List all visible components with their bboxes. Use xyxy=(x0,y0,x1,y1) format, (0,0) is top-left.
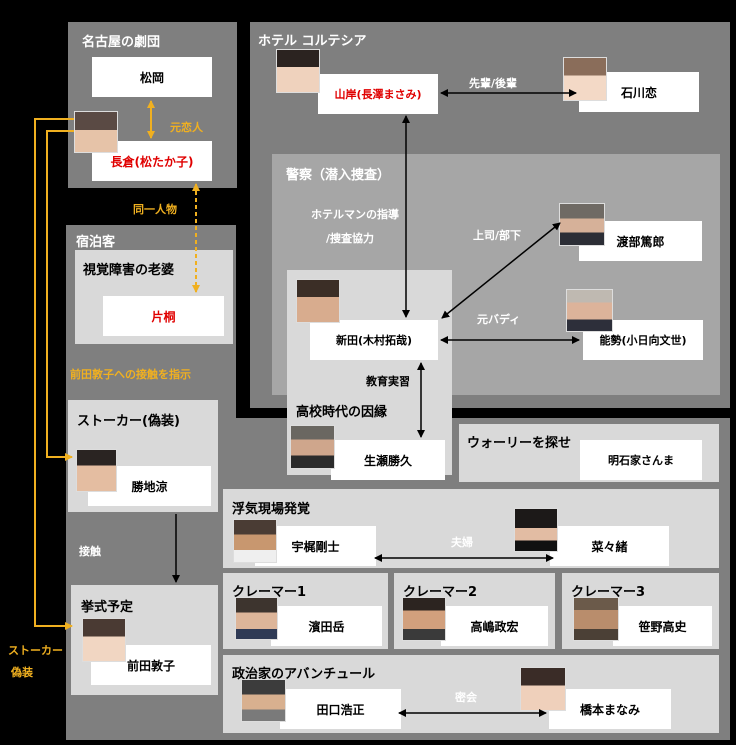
person-hashimoto: 橋本まなみ xyxy=(549,689,671,729)
label-ex-buddy: 元バディ xyxy=(477,313,521,326)
label-senior-junior: 先輩/後輩 xyxy=(469,77,518,90)
group-title-claimer1: クレーマー1 xyxy=(232,585,307,600)
person-matsuoka: 松岡 xyxy=(92,57,212,97)
photo-nitta xyxy=(296,279,340,323)
person-sasano: 笹野高史 xyxy=(613,606,712,646)
person-akashiya: 明石家さんま xyxy=(580,440,702,480)
photo-katsuji xyxy=(76,449,117,492)
person-ikuse: 生瀬勝久 xyxy=(331,440,445,480)
group-title-guests: 宿泊客 xyxy=(76,235,116,250)
group-title-politician: 政治家のアバンチュール xyxy=(232,667,376,682)
person-nanao: 菜々緒 xyxy=(550,526,669,566)
line-stalker-disguise xyxy=(34,118,74,630)
group-title-wedding: 挙式予定 xyxy=(81,600,134,615)
photo-taguchi xyxy=(241,679,286,722)
photo-hamada xyxy=(235,597,278,640)
group-title-stalker: ストーカー(偽装) xyxy=(77,414,180,429)
person-yamagishi: 山岸(長澤まさみ) xyxy=(318,74,438,114)
line-boss-sub xyxy=(441,222,561,319)
person-nitta: 新田(木村拓哉) xyxy=(310,320,438,360)
photo-sasano xyxy=(573,597,619,641)
person-hamada: 濱田岳 xyxy=(271,606,382,646)
label-hotelman-guide-1: ホテルマンの指導 xyxy=(311,208,399,221)
photo-nagakura xyxy=(74,111,118,153)
label-stalker-disguise-1: ストーカー xyxy=(8,644,63,657)
label-contact-instruction: 前田敦子への接触を指示 xyxy=(70,368,191,381)
group-title-nagoya: 名古屋の劇団 xyxy=(82,35,161,50)
photo-takashima xyxy=(402,597,446,641)
person-takashima: 高嶋政宏 xyxy=(441,606,548,646)
person-taguchi: 田口浩正 xyxy=(280,689,401,729)
person-katagiri: 片桐 xyxy=(103,296,224,336)
line-contact-instruction xyxy=(46,130,74,461)
photo-yamagishi xyxy=(276,49,320,93)
group-title-waldo: ウォーリーを探せ xyxy=(467,436,572,451)
label-ex-lover: 元恋人 xyxy=(170,121,203,134)
label-couple: 夫婦 xyxy=(451,536,473,549)
photo-ukaji xyxy=(233,519,277,563)
photo-nanao xyxy=(514,508,558,552)
group-title-claimer2: クレーマー2 xyxy=(403,585,478,600)
label-teaching: 教育実習 xyxy=(366,375,410,388)
group-title-claimer3: クレーマー3 xyxy=(571,585,646,600)
photo-watabe xyxy=(559,203,605,246)
label-contact: 接触 xyxy=(79,545,101,558)
group-title-highschool: 高校時代の因縁 xyxy=(296,405,388,420)
group-title-blind: 視覚障害の老婆 xyxy=(83,263,175,278)
photo-hashimoto xyxy=(520,667,566,711)
label-secret-meeting: 密会 xyxy=(455,691,477,704)
label-stalker-disguise-2: 偽装 xyxy=(11,666,33,679)
photo-nose xyxy=(566,289,613,332)
group-title-hotel: ホテル コルテシア xyxy=(258,34,367,49)
photo-maeda xyxy=(82,618,126,662)
label-boss-sub: 上司/部下 xyxy=(473,229,522,242)
group-title-police: 警察（潜入捜査） xyxy=(286,168,391,183)
group-title-affair: 浮気現場発覚 xyxy=(232,502,311,517)
label-hotelman-guide-2: /捜査協力 xyxy=(326,232,375,245)
label-same-person: 同一人物 xyxy=(133,203,177,216)
photo-ikuse xyxy=(290,425,335,469)
